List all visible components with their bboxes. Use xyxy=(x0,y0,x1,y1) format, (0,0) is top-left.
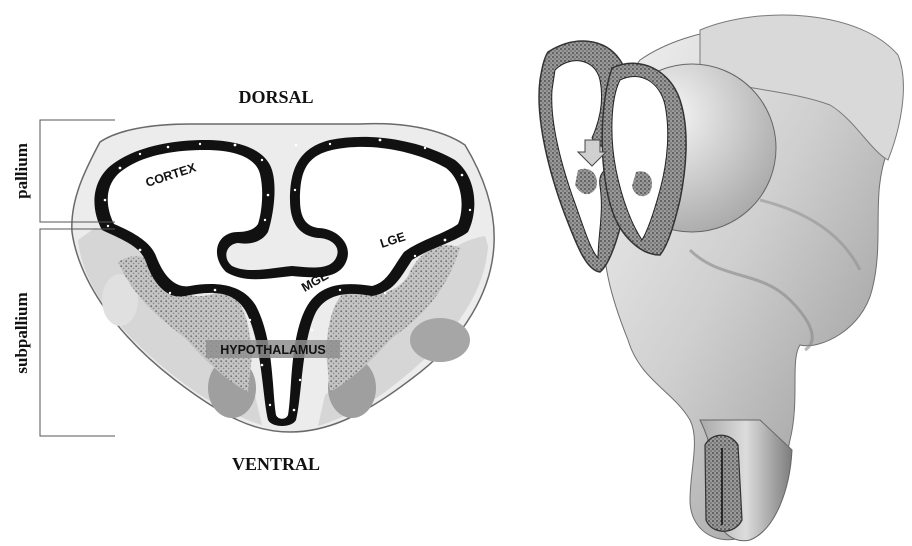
embryonic-brain-3d xyxy=(539,15,903,541)
brainstem-cut-face xyxy=(705,435,742,531)
cortical-patch-right xyxy=(410,318,470,362)
coronal-section-diagram: HYPOTHALAMUS CORTEX LGE MGE DORSAL VENTR… xyxy=(12,87,494,474)
pallium-label: pallium xyxy=(12,143,31,199)
dorsal-label: DORSAL xyxy=(238,87,313,107)
hypothalamus-label: HYPOTHALAMUS xyxy=(220,343,326,357)
subpallium-label: subpallium xyxy=(12,292,31,373)
ventral-label: VENTRAL xyxy=(232,454,320,474)
